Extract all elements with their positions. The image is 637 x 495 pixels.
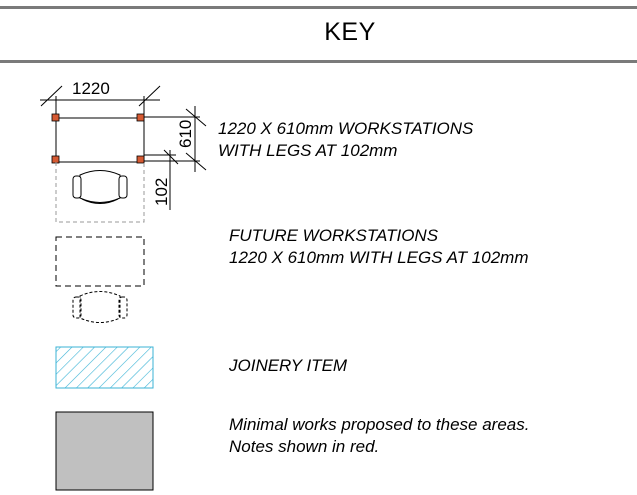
header-rule (0, 60, 637, 63)
desk-leg (136, 113, 145, 122)
width-dimension-label: 1220 (72, 79, 110, 98)
workstation-description: 1220 X 610mm WORKSTATIONS WITH LEGS AT 1… (218, 118, 473, 162)
future-workstation-symbol (55, 236, 145, 323)
desk-leg (136, 155, 145, 164)
desk-leg (51, 113, 60, 122)
future-workstation-description: FUTURE WORKSTATIONS 1220 X 610mm WITH LE… (229, 225, 528, 269)
future-desc-line2: 1220 X 610mm WITH LEGS AT 102mm (229, 248, 529, 267)
workstation-desc-line1: 1220 X 610mm WORKSTATIONS (218, 119, 474, 138)
future-desc-line1: FUTURE WORKSTATIONS (229, 226, 439, 245)
minimal-works-description: Minimal works proposed to these areas. N… (229, 414, 529, 458)
workstation-desc-line2: WITH LEGS AT 102mm (218, 141, 398, 160)
joinery-swatch (55, 346, 154, 389)
depth-dimension-label: 610 (176, 120, 195, 148)
minimal-works-swatch (55, 411, 154, 491)
chair-icon (72, 170, 128, 204)
top-rule (0, 6, 637, 9)
key-title: KEY (324, 18, 376, 46)
joinery-label: JOINERY ITEM (229, 356, 348, 375)
future-chair-icon (72, 291, 128, 323)
workstation-symbol: 1220 610 102 (40, 79, 207, 223)
desk-leg (51, 155, 60, 164)
leg-offset-label: 102 (152, 178, 171, 206)
desk-outline (55, 117, 145, 163)
minimal-works-desc-line2: Notes shown in red. (229, 437, 380, 456)
minimal-works-desc-line1: Minimal works proposed to these areas. (229, 415, 530, 434)
